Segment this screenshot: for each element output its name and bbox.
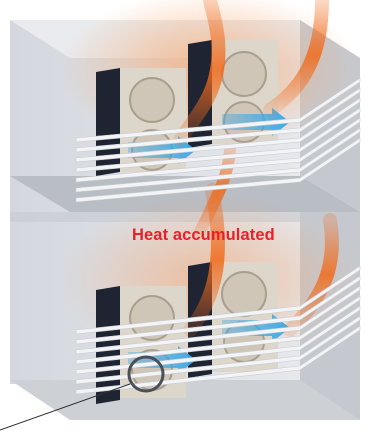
heat-accumulated-label: Heat accumulated <box>132 226 275 244</box>
leader-line-icon <box>0 383 131 431</box>
callout-circle-icon <box>127 355 165 393</box>
louver-slats-icon <box>75 77 361 395</box>
